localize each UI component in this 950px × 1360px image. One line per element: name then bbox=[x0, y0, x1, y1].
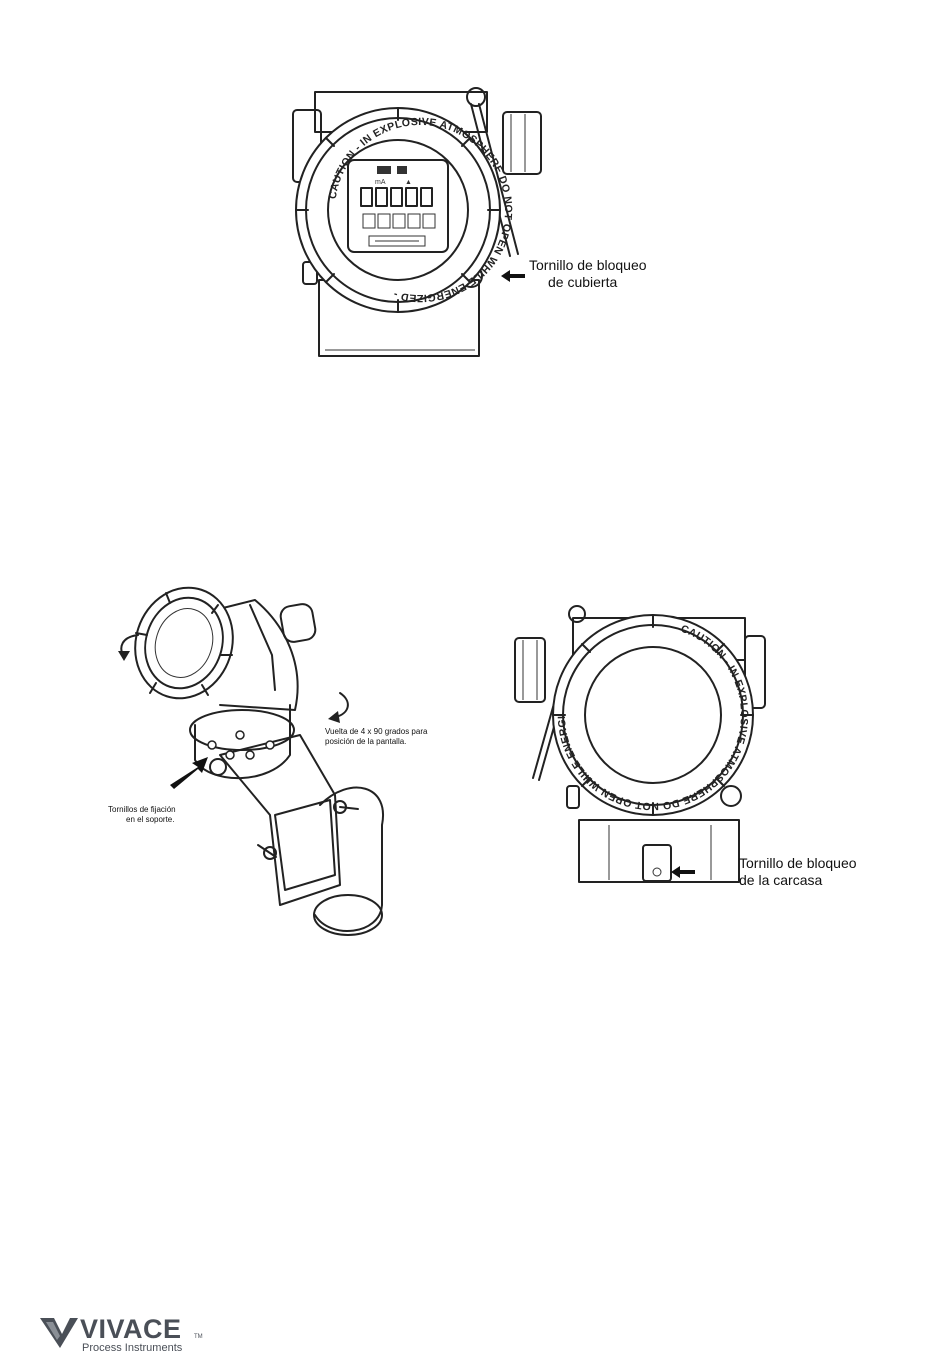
logo-trademark: TM bbox=[194, 1334, 203, 1340]
figure-isometric-bracket bbox=[100, 585, 440, 945]
arrow-left-icon bbox=[501, 270, 525, 282]
figure-rear-view: CAUTION - IN EXPLOSIVE ATMOSPHERE DO NOT… bbox=[501, 591, 775, 890]
note-rotation-line2: posición de la pantalla. bbox=[325, 737, 407, 746]
svg-text:▲: ▲ bbox=[405, 179, 412, 186]
logo-tagline: Process Instruments bbox=[82, 1342, 183, 1354]
note-rotation: Vuelta de 4 x 90 grados para posición de… bbox=[325, 727, 475, 747]
transmitter-bracket-drawing bbox=[118, 586, 385, 936]
note-rotation-line1: Vuelta de 4 x 90 grados para bbox=[325, 727, 428, 736]
transmitter-front-drawing: CAUTION - IN EXPLOSIVE ATMOSPHERE DO NOT… bbox=[292, 87, 542, 357]
transmitter-rear-drawing: CAUTION - IN EXPLOSIVE ATMOSPHERE DO NOT… bbox=[501, 591, 766, 883]
callout-cover-line1: Tornillo de bloqueo bbox=[529, 257, 647, 273]
callout-housing-line2: de la carcasa bbox=[739, 872, 823, 888]
callout-housing-lock-screw: Tornillo de bloqueo de la carcasa bbox=[739, 855, 939, 889]
vivace-logo-mark-icon bbox=[40, 1318, 78, 1348]
note-bracket-line2: en el soporte. bbox=[126, 815, 175, 824]
vivace-logo: VIVACE TM Process Instruments bbox=[40, 1314, 220, 1356]
note-bracket-line1: Tornillos de fijación bbox=[108, 805, 176, 814]
svg-text:mA: mA bbox=[375, 179, 386, 186]
note-bracket-screws: Tornillos de fijación en el soporte. bbox=[108, 805, 228, 825]
callout-cover-lock-screw: Tornillo de bloqueo de cubierta bbox=[529, 257, 729, 291]
callout-cover-line2: de cubierta bbox=[548, 274, 618, 290]
callout-housing-line1: Tornillo de bloqueo bbox=[739, 855, 857, 871]
figure-front-display: CAUTION - IN EXPLOSIVE ATMOSPHERE DO NOT… bbox=[285, 80, 555, 380]
logo-wordmark: VIVACE bbox=[80, 1314, 182, 1344]
